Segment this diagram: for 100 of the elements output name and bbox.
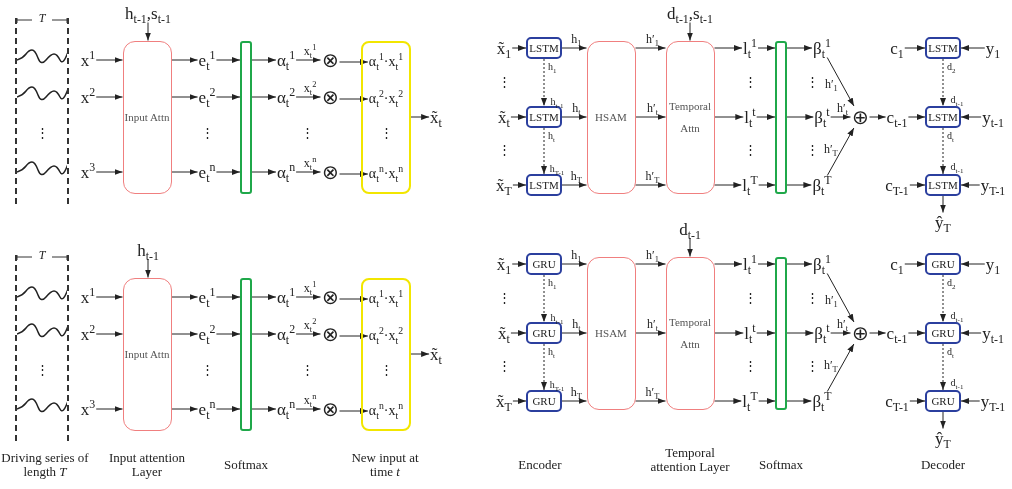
arrow — [295, 331, 321, 337]
softmax-bar — [775, 40, 787, 194]
recurrent-cell: GRU — [925, 322, 961, 344]
arrow — [561, 114, 587, 120]
arrow — [869, 114, 887, 120]
math-label: y$_{T-1}$ — [979, 175, 1007, 195]
arrow — [714, 182, 742, 188]
arrow — [410, 114, 430, 120]
edge-label: h′$_{T}$ — [644, 386, 661, 398]
arrow — [907, 330, 926, 336]
arrow — [215, 57, 241, 63]
arrow — [95, 406, 123, 412]
attention-block: HSAM — [586, 256, 636, 410]
edge-label: h$_{t}$ — [547, 131, 556, 141]
attention-block: Temporal Attn — [665, 40, 715, 194]
arrow — [869, 330, 887, 336]
edge-label: h$_{t}$ — [547, 347, 556, 357]
arrow — [960, 114, 982, 120]
arrow — [339, 171, 369, 177]
math-label: x̃$_{1}$ — [495, 38, 513, 58]
ellipsis-mark: ⋮ — [497, 74, 511, 90]
arrow — [95, 94, 123, 100]
caption: Softmax — [757, 457, 805, 473]
math-label: d$_{t-1}$ — [678, 219, 702, 239]
attention-block: Temporal Attn — [665, 256, 715, 410]
recurrent-cell: LSTM — [925, 106, 961, 128]
edge-label: d$_{t}$ — [946, 347, 955, 357]
math-label: x$^{2}$ — [79, 87, 97, 107]
edge-label: h$_{T}$ — [569, 170, 583, 182]
arrow — [940, 195, 946, 213]
arrow — [339, 59, 369, 65]
ellipsis-mark: ⋮ — [300, 125, 314, 141]
recurrent-cell: LSTM — [526, 174, 562, 196]
softmax-bar — [240, 40, 252, 194]
ellipsis-mark: ⋮ — [805, 290, 819, 306]
arrow — [511, 45, 527, 51]
ellipsis-mark: ⋮ — [805, 142, 819, 158]
arrow — [830, 330, 851, 336]
edge-label: h$_{T}$ — [569, 386, 583, 398]
math-label: x̃$_{t}$ — [497, 323, 511, 343]
arrow — [251, 406, 277, 412]
ellipsis-mark: ⋮ — [300, 362, 314, 378]
dotted-arrow — [541, 274, 547, 323]
ellipsis-mark: ⋮ — [35, 362, 49, 378]
math-label: y$_{1}$ — [984, 254, 1002, 274]
math-label: d$_{t-1}$ — [950, 93, 964, 105]
arrow — [960, 398, 981, 404]
arrow — [758, 398, 776, 404]
arrow — [95, 331, 123, 337]
math-label: x̃$_{t}$ — [429, 107, 443, 127]
arrow — [171, 294, 199, 300]
operator-symbol: ⊕ — [850, 322, 870, 344]
recurrent-cell: GRU — [925, 390, 961, 412]
arrow — [786, 182, 812, 188]
math-label: h$_{t-1}$ — [136, 240, 160, 260]
math-label: d$_{t-1}$,s$_{t-1}$ — [666, 3, 714, 23]
arrow — [251, 57, 277, 63]
math-label: h$_{t-1}$ — [550, 95, 564, 107]
recurrent-cell: LSTM — [925, 37, 961, 59]
math-label: y$_{t-1}$ — [981, 323, 1005, 343]
arrow — [904, 261, 926, 267]
arrow — [826, 273, 855, 323]
math-label: x$^{3}$ — [79, 162, 97, 182]
arrow — [714, 330, 744, 336]
math-label: x$^{1}$ — [79, 287, 97, 307]
ellipsis-mark: ⋮ — [805, 358, 819, 374]
recurrent-cell: LSTM — [526, 37, 562, 59]
math-label: ŷ$_{T}$ — [934, 428, 952, 448]
arrow — [635, 182, 666, 188]
edge-label: d$_{2}$ — [946, 278, 957, 288]
math-label: y$_{T-1}$ — [979, 391, 1007, 411]
edge-label: d$_{t}$ — [946, 131, 955, 141]
dimension-label: T — [36, 249, 48, 261]
math-label: x$^{2}$ — [79, 324, 97, 344]
edge-label: h′$_{1}$ — [823, 78, 839, 91]
arrow — [215, 169, 241, 175]
math-label: d$_{t-1}$ — [950, 376, 964, 388]
new-input-box — [361, 40, 411, 194]
arrow — [171, 331, 199, 337]
edge-label: h′$_{t}$ — [836, 318, 849, 330]
arrow — [756, 114, 776, 120]
arrow — [758, 182, 776, 188]
edge-label: h′$_{T}$ — [822, 359, 839, 372]
math-label: h$_{T-1}$ — [549, 378, 565, 390]
ellipsis-mark: ⋮ — [379, 125, 393, 141]
math-label: h$_{T-1}$ — [549, 162, 565, 174]
caption: Decoder — [920, 457, 966, 473]
edge-label: h′$_{1}$ — [823, 294, 839, 307]
ellipsis-mark: ⋮ — [805, 74, 819, 90]
dotted-arrow — [541, 343, 547, 391]
edge-label: d$_{2}$ — [946, 62, 957, 72]
arrow — [960, 45, 986, 51]
arrow — [561, 45, 587, 51]
arrow — [635, 261, 666, 267]
ellipsis-mark: ⋮ — [497, 358, 511, 374]
math-label: h$_{t-1}$ — [550, 311, 564, 323]
arrow — [786, 114, 814, 120]
attention-block: HSAM — [586, 40, 636, 194]
math-label: x$^{3}$ — [79, 399, 97, 419]
arrow — [561, 261, 587, 267]
